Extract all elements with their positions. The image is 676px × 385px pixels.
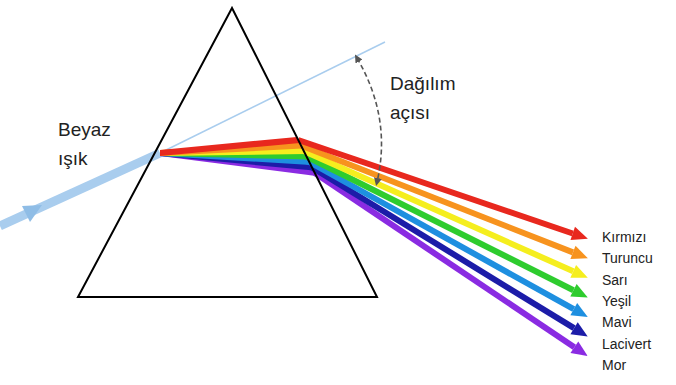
spectrum-ray (304, 151, 573, 271)
reference-line (160, 42, 385, 153)
spectrum-rays (160, 137, 588, 356)
ray-arrowhead (570, 284, 587, 297)
ray-arrowhead (570, 265, 587, 278)
angle-label: Dağılım açısı (390, 70, 485, 127)
ray-arrowhead (570, 303, 587, 317)
color-label: Sarı (602, 272, 672, 289)
spectrum-ray (301, 146, 573, 253)
beam-label: Beyaz ışık (58, 116, 128, 173)
color-label: Lacivert (602, 336, 672, 353)
prism-outline (78, 8, 377, 297)
color-label: Mor (602, 357, 672, 374)
color-label: Yeşil (602, 293, 672, 310)
color-label: Turuncu (602, 250, 672, 267)
angle-arc (357, 58, 382, 182)
color-label: Kırmızı (602, 229, 672, 246)
ray-arrowhead (570, 227, 587, 240)
fan-band (160, 137, 300, 156)
ray-arrowhead (570, 341, 587, 356)
spectrum-ray (298, 140, 573, 233)
ray-arrowhead (570, 246, 587, 259)
spectrum-ray (307, 157, 574, 291)
beam-arrow (22, 205, 42, 222)
color-label: Mavi (602, 314, 672, 331)
ray-arrowhead (570, 322, 587, 336)
